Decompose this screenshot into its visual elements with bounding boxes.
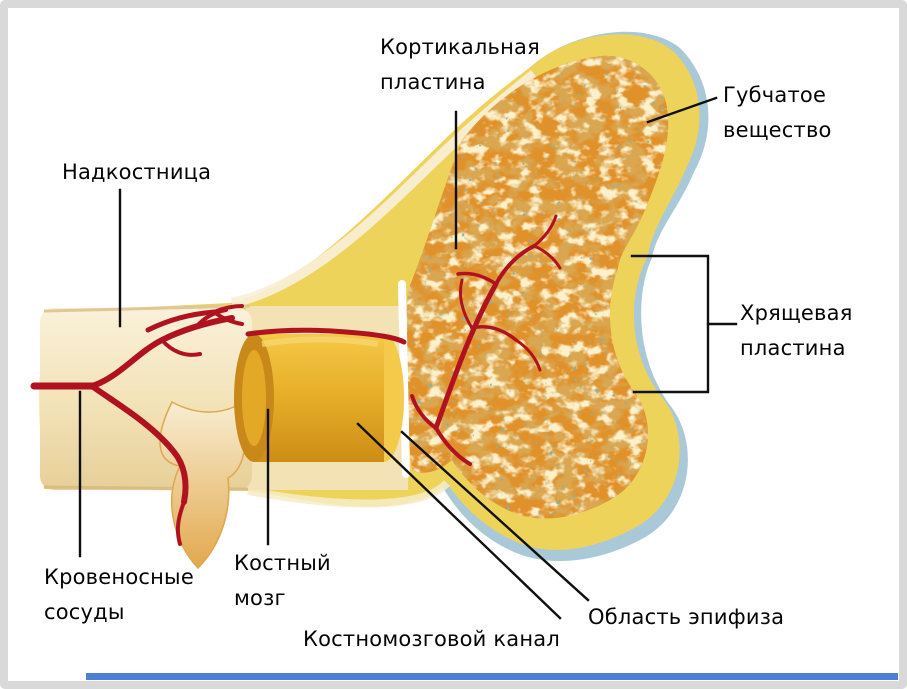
label-epiphysis-region: Область эпифиза [588,605,785,629]
label-spongy-substance: Губчатое вещество [723,83,832,142]
label-blood-vessels: Кровеносные сосуды [44,565,194,624]
pointer-lines [78,96,738,620]
cortical-bottom-rim [247,480,450,508]
pointer-medullary-canal [356,422,562,620]
blood-vessel-network [30,214,562,546]
label-medullary-canal: Костномозговой канал [303,627,560,651]
label-cartilage-plate: Хрящевая пластина [740,301,853,360]
bone-marrow-cylinder [234,334,404,462]
epiphysis-boundary-line [398,280,410,478]
pointer-epiphysis-region [400,430,590,602]
label-bone-marrow: Костный мозг [234,551,331,610]
label-periosteum: Надкостница [62,160,212,184]
bottom-accent-bar [86,673,898,680]
pointer-spongy-substance [646,96,718,124]
label-cortical-plate: Кортикальная пластина [380,35,540,94]
shaft-top-edge [43,304,251,313]
